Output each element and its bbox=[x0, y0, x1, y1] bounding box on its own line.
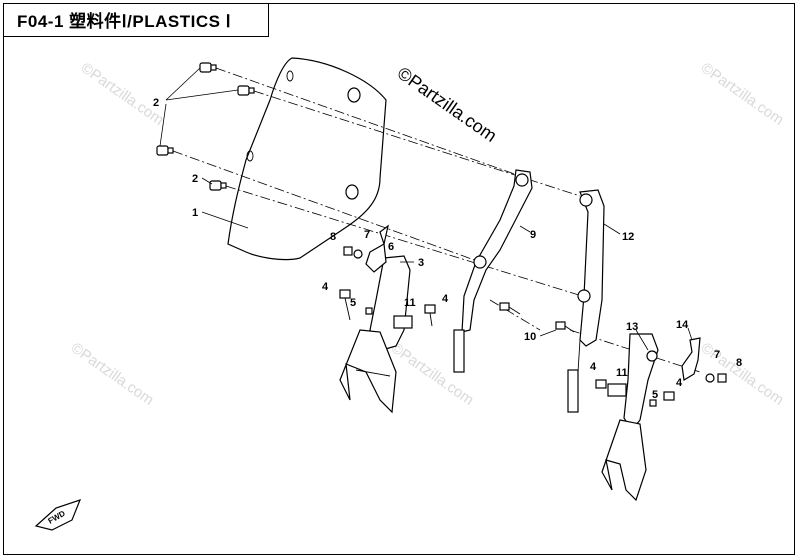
callout-label: 4 bbox=[590, 361, 597, 373]
watermark-faint: ©Partzilla.com bbox=[78, 59, 167, 129]
washer-7 bbox=[705, 373, 715, 383]
title-box: F04-1 塑料件Ⅰ/PLASTICS Ⅰ bbox=[3, 3, 269, 37]
screw-2 bbox=[199, 62, 217, 73]
washer-7 bbox=[353, 249, 363, 259]
callout-label: 2 bbox=[192, 173, 198, 185]
callout-label: 8 bbox=[330, 231, 336, 243]
callouts: 1 2 2 3 4 4 4 4 5 5 6 7 7 8 8 9 10 11 11… bbox=[153, 97, 742, 401]
spacer-5 bbox=[365, 307, 373, 315]
callout-label: 11 bbox=[404, 297, 416, 309]
lever-6 bbox=[365, 243, 387, 273]
callout-label: 1 bbox=[192, 207, 198, 219]
bracket-12-rod bbox=[567, 369, 579, 413]
callout-label: 10 bbox=[524, 331, 536, 343]
callout-label: 13 bbox=[626, 321, 638, 333]
bracket-3-leg bbox=[339, 329, 397, 414]
screw-2 bbox=[209, 180, 227, 191]
callout-label: 2 bbox=[153, 97, 159, 109]
bracket-13-bushing bbox=[646, 350, 658, 362]
callout-label: 7 bbox=[364, 229, 370, 241]
callout-label: 9 bbox=[530, 229, 536, 241]
bracket-12-link bbox=[577, 339, 581, 373]
bracket-9-bushing bbox=[473, 255, 487, 269]
callout-label: 12 bbox=[622, 231, 634, 243]
callout-label: 14 bbox=[676, 319, 689, 331]
callout-label: 7 bbox=[714, 349, 720, 361]
screw-2 bbox=[237, 85, 255, 96]
callout-label: 3 bbox=[418, 257, 424, 269]
screw-2 bbox=[156, 145, 174, 156]
faint-watermarks: ©Partzilla.com ©Partzilla.com ©Partzilla… bbox=[68, 59, 787, 409]
callout-label: 8 bbox=[736, 357, 742, 369]
callout-label: 6 bbox=[388, 241, 394, 253]
bolt-4 bbox=[424, 304, 436, 327]
callout-label: 11 bbox=[616, 367, 628, 379]
bolt-4 bbox=[595, 379, 607, 389]
callout-label: 4 bbox=[442, 293, 449, 305]
bracket-3-edge bbox=[355, 369, 391, 377]
lever-6-tab bbox=[379, 224, 389, 247]
windshield-panel bbox=[227, 57, 387, 261]
bracket-12 bbox=[579, 189, 605, 347]
windshield-mount-boss bbox=[345, 184, 359, 200]
bolt-10 bbox=[555, 321, 575, 333]
bracket-12-bushing bbox=[579, 193, 593, 207]
bolt-4 bbox=[339, 289, 351, 321]
bracket-3-clip bbox=[393, 315, 413, 329]
nut-8 bbox=[343, 246, 353, 256]
fwd-direction-badge: FWD bbox=[34, 499, 82, 531]
lever-14 bbox=[681, 337, 701, 381]
callout-label: 5 bbox=[652, 389, 658, 401]
bolt-10 bbox=[499, 302, 521, 315]
watermark-main: ©Partzilla.com bbox=[394, 63, 501, 146]
callout-label: 5 bbox=[350, 297, 356, 309]
bracket-9-bushing bbox=[515, 173, 529, 187]
leader-lines bbox=[159, 67, 693, 351]
watermark-faint: ©Partzilla.com bbox=[68, 339, 157, 409]
callout-label: 4 bbox=[676, 377, 683, 389]
nut-8 bbox=[717, 373, 727, 383]
callout-label: 4 bbox=[322, 281, 329, 293]
windshield-mount-boss bbox=[347, 87, 361, 103]
watermark-faint: ©Partzilla.com bbox=[698, 59, 787, 129]
mount-bracket-13 bbox=[623, 333, 659, 432]
bracket-12-bushing bbox=[577, 289, 591, 303]
diagram-frame bbox=[3, 3, 795, 555]
bracket-9-rod bbox=[453, 329, 465, 373]
spacer-5 bbox=[649, 399, 657, 407]
windshield-hole bbox=[286, 70, 294, 82]
bracket-13-leg bbox=[601, 419, 647, 502]
bracket-13-clip bbox=[607, 383, 627, 397]
bolt-4 bbox=[663, 391, 675, 401]
windshield-hole bbox=[246, 150, 254, 162]
page-title: F04-1 塑料件Ⅰ/PLASTICS Ⅰ bbox=[17, 12, 232, 31]
bracket-9 bbox=[461, 169, 533, 333]
